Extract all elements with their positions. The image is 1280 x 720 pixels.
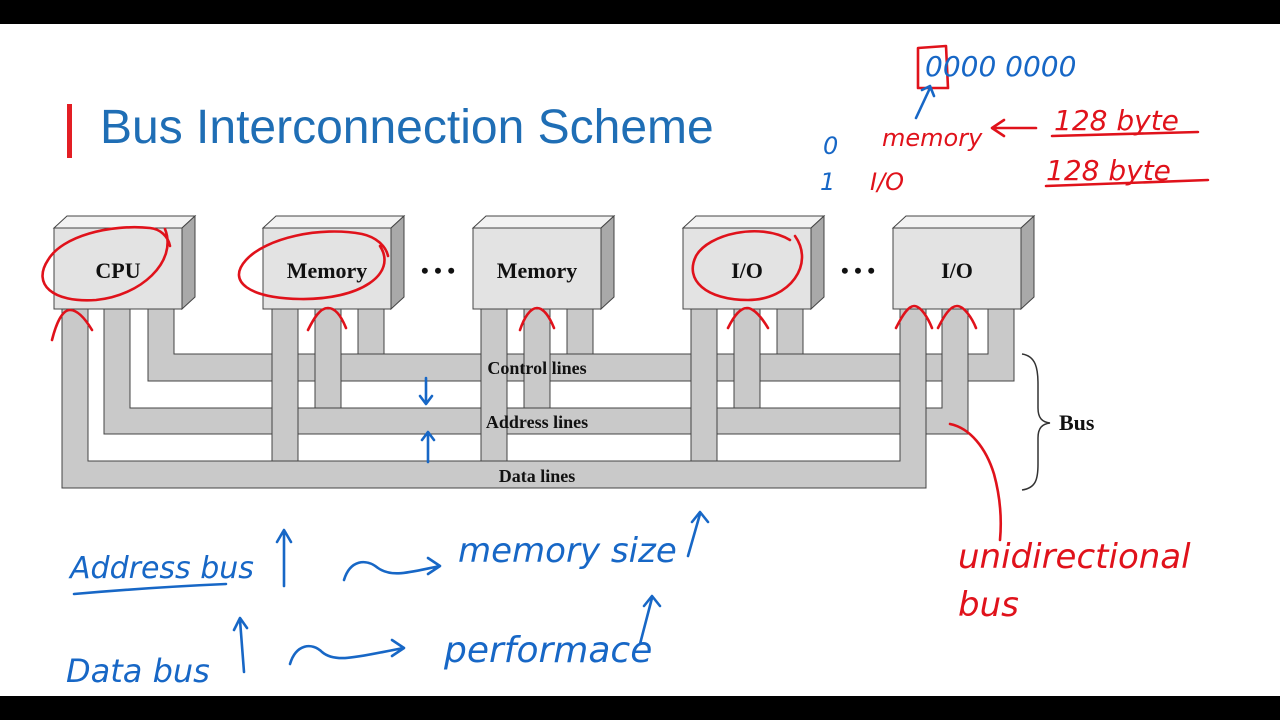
bus-note: bus — [958, 585, 1019, 625]
io1-address-drop — [733, 308, 761, 409]
data-lines-label: Data lines — [499, 466, 576, 486]
address-bus-note: Address bus — [68, 551, 254, 586]
module-io-2: I/O — [891, 214, 1036, 311]
memory1-control-drop — [357, 308, 385, 355]
binary-bit-box-icon — [916, 44, 950, 90]
address-bus-underline-icon — [72, 582, 228, 596]
bit0-text: 0 — [823, 132, 838, 160]
address-squiggle-arrow-icon — [342, 556, 442, 582]
ellipsis-memory: • • • — [421, 258, 455, 283]
io1-control-drop — [776, 308, 804, 355]
io-circle-icon — [691, 230, 804, 302]
memory-size-note: memory size — [458, 531, 677, 571]
bus-brace — [1021, 353, 1051, 491]
bus-structure — [61, 308, 1015, 489]
blue-annotations — [72, 376, 710, 674]
memory-circle-icon — [237, 230, 390, 301]
msb-arrow-icon — [914, 84, 936, 120]
underline-2-icon — [1044, 178, 1210, 188]
address-to-note-arrow-icon — [948, 422, 1003, 542]
data-up-arrow-icon — [232, 616, 249, 674]
down-arrow-icon — [418, 376, 434, 406]
memory-size-up-arrow-icon — [686, 510, 710, 558]
underline-1-icon — [1050, 130, 1200, 138]
bus-label: Bus — [1059, 410, 1095, 435]
cpu-circle-icon — [41, 226, 172, 302]
cpu-caret-icon — [50, 308, 94, 342]
address-lines-label: Address lines — [486, 412, 588, 432]
title-accent-bar — [67, 104, 72, 158]
memory-arrow-icon — [990, 118, 1038, 138]
address-up-arrow-icon — [275, 528, 293, 588]
binary-address-text: 0000 0000 — [925, 50, 1076, 83]
performance-note: performace — [443, 630, 652, 671]
module-memory-2: Memory — [471, 214, 616, 311]
up-arrow-icon — [420, 430, 436, 464]
memory2-caret-icon — [518, 306, 556, 332]
module-memory-1: Memory — [261, 214, 406, 311]
module-label-memory-1: Memory — [287, 258, 368, 283]
io-note-text: I/O — [870, 168, 904, 196]
memory2-control-drop — [566, 308, 594, 355]
module-label-cpu: CPU — [95, 258, 140, 283]
red-annotations — [41, 44, 1210, 542]
module-io-1: I/O — [681, 214, 826, 311]
ellipsis-io: • • • — [841, 258, 875, 283]
memory1-caret-icon — [306, 306, 348, 332]
performance-up-arrow-icon — [638, 594, 662, 646]
control-lines-label: Control lines — [487, 358, 586, 378]
io1-caret-icon — [726, 306, 770, 330]
memory1-address-drop — [314, 308, 342, 409]
memory1-data-drop — [271, 308, 299, 462]
module-label-io-1: I/O — [731, 258, 763, 283]
size-1-text: 128 byte — [1054, 104, 1179, 137]
memory2-data-drop — [480, 308, 508, 462]
module-label-memory-2: Memory — [497, 258, 578, 283]
module-cpu: CPU — [52, 214, 197, 311]
io2-caret-a-icon — [894, 304, 934, 330]
module-label-io-2: I/O — [941, 258, 973, 283]
bus-diagram: CPU Memory Memory I/O I/O • • • • — [41, 44, 1210, 690]
io1-data-drop — [690, 308, 718, 462]
size-2-text: 128 byte — [1046, 154, 1171, 187]
slide-title: Bus Interconnection Scheme — [100, 101, 714, 154]
slide: Bus Interconnection Scheme CPU — [0, 24, 1280, 696]
unidirectional-note: unidirectional — [958, 537, 1191, 577]
data-squiggle-arrow-icon — [288, 638, 406, 666]
data-bus-note: Data bus — [66, 652, 210, 690]
bit1-text: 1 — [820, 168, 835, 196]
memory-note-text: memory — [882, 124, 983, 152]
io2-caret-b-icon — [936, 304, 978, 330]
